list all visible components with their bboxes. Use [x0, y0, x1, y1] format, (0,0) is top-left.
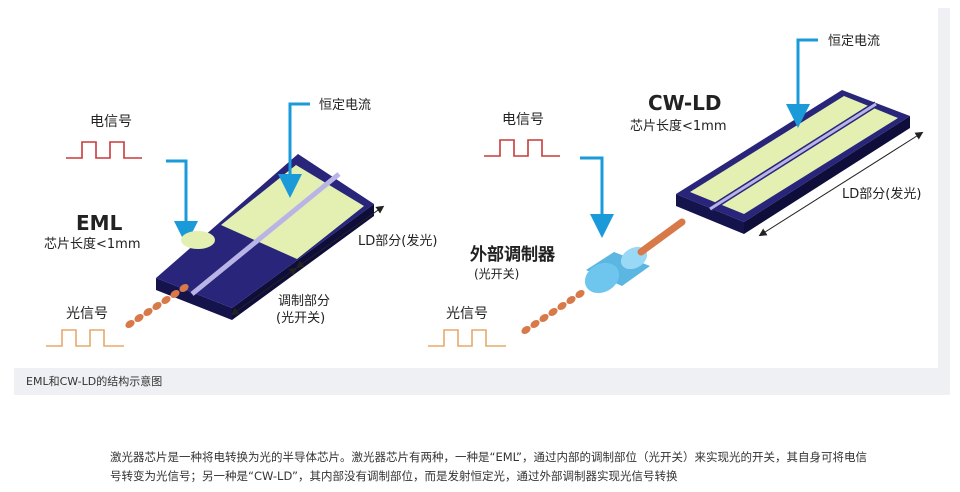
eml-ld-label: LD部分(发光) — [358, 233, 437, 249]
eml-current-label: 恒定电流 — [319, 98, 371, 113]
cwld-light-beam — [521, 289, 585, 335]
eml-mod-label-2: (光开关) — [276, 311, 325, 326]
eml-electrical-signal-wave — [66, 141, 142, 159]
cwld-light-label: 光信号 — [446, 306, 488, 322]
cwld-electrical-signal-wave — [484, 139, 560, 157]
chip-structure-diagram: 电信号 恒定电流 EML 芯片长度<1mm LD部分(发光) 调制部分 (光开关… — [44, 34, 924, 347]
eml-signal-label: 电信号 — [90, 114, 132, 130]
cwld-cw-beam — [637, 218, 686, 256]
eml-chip-side-front — [156, 278, 232, 320]
eml-title: EML — [76, 211, 123, 235]
eml-light-label: 光信号 — [66, 306, 108, 322]
cwld-ext-mod-sub: (光开关) — [474, 267, 519, 281]
cwld-title: CW-LD — [648, 91, 722, 115]
cwld-ld-dimension — [758, 131, 924, 237]
eml-light-beam — [125, 283, 189, 329]
cwld-signal-label: 电信号 — [502, 112, 544, 128]
eml-optical-signal-wave — [46, 329, 124, 347]
cwld-chip-side-front — [676, 194, 744, 234]
eml-waveguide — [190, 172, 341, 296]
eml-signal-arrow — [166, 159, 198, 245]
cwld-ld-label: LD部分(发光) — [842, 186, 921, 202]
eml-mod-label-1: 调制部分 — [278, 294, 330, 309]
eml-ld-dimension — [295, 205, 385, 269]
cwld-size-label: 芯片长度<1mm — [630, 118, 727, 134]
cwld-signal-arrow — [580, 156, 614, 238]
cwld-ext-mod-label: 外部调制器 — [470, 244, 556, 265]
cwld-group: 电信号 外部调制器 (光开关) 恒定电流 CW-LD 芯片长度<1mm LD部分… — [428, 34, 924, 347]
figure-caption: EML和CW-LD的结构示意图 — [26, 375, 163, 388]
eml-group: 电信号 恒定电流 EML 芯片长度<1mm LD部分(发光) 调制部分 (光开关… — [44, 98, 437, 347]
cwld-current-label: 恒定电流 — [828, 34, 880, 49]
eml-modulator-pad — [181, 231, 215, 249]
cwld-current-arrow — [786, 38, 818, 128]
eml-size-label: 芯片长度<1mm — [44, 236, 141, 252]
diagram-area: 电信号 恒定电流 EML 芯片长度<1mm LD部分(发光) 调制部分 (光开关… — [14, 8, 938, 368]
eml-mod-dimension — [230, 267, 298, 316]
cwld-optical-signal-wave — [428, 329, 506, 347]
body-paragraph: 激光器芯片是一种将电转换为光的半导体芯片。激光器芯片有两种，一种是“EML”，通… — [110, 450, 867, 483]
eml-current-arrow — [278, 102, 310, 198]
